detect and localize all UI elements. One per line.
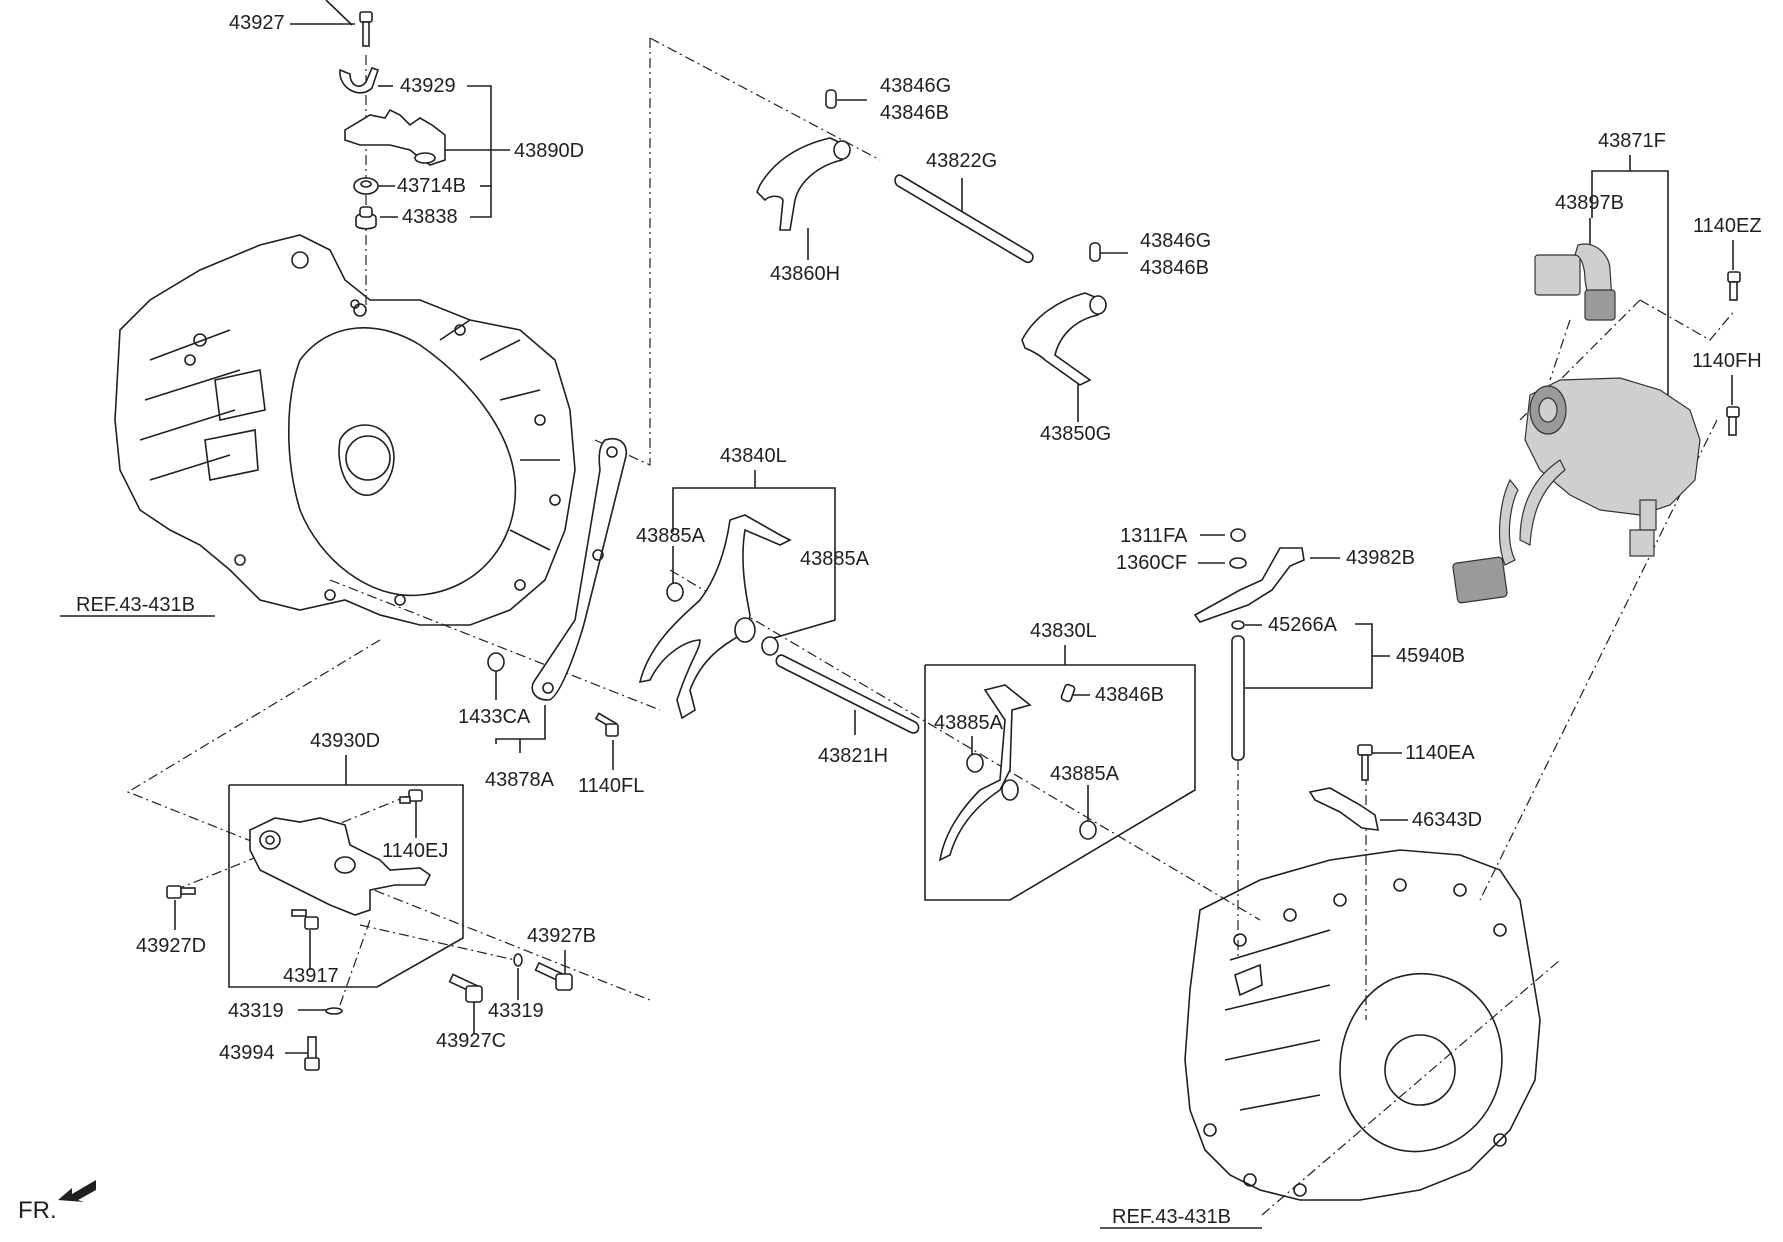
part-label-43885A-4[interactable]: 43885A (1050, 763, 1119, 785)
bolt-43994 (304, 1036, 320, 1071)
part-label-43930D[interactable]: 43930D (310, 730, 381, 752)
bolt-43927D (166, 885, 196, 899)
fork-43850G (1021, 292, 1103, 386)
bolt-1140EA (1357, 744, 1373, 781)
part-label-43982B[interactable]: 43982B (1346, 547, 1415, 569)
grommet-43714B (353, 177, 379, 195)
part-label-1140FL[interactable]: 1140FL (578, 775, 645, 797)
part-label-46343D[interactable]: 46343D (1412, 809, 1483, 831)
actuator-43871F (1452, 377, 1701, 604)
part-label-1140FH[interactable]: 1140FH (1692, 350, 1762, 372)
part-label-43927D[interactable]: 43927D (136, 935, 207, 957)
ref-label-case-right[interactable]: REF.43-431B (1112, 1206, 1231, 1228)
bolt-43927C (448, 973, 483, 1003)
lever-43982B (1193, 547, 1305, 623)
fork-43860H (756, 137, 846, 231)
part-label-43319-1[interactable]: 43319 (228, 1000, 284, 1022)
part-label-43897B[interactable]: 43897B (1555, 192, 1624, 214)
bolt-43917 (291, 909, 319, 930)
bolt-1140FL (594, 712, 619, 737)
part-label-43917[interactable]: 43917 (283, 965, 339, 987)
clip-43929 (339, 67, 380, 94)
part-label-45266A[interactable]: 45266A (1268, 614, 1337, 636)
bushing-1433CA (487, 652, 505, 672)
pin-43846-1 (825, 89, 837, 109)
part-label-1360CF[interactable]: 1360CF (1116, 552, 1188, 574)
shift-assembly-43930D (249, 817, 432, 916)
rod-43821H (775, 654, 920, 734)
part-label-43860H[interactable]: 43860H (770, 263, 841, 285)
oring-45266A (1231, 620, 1245, 630)
lever-43878A (531, 438, 627, 701)
fork-43840L (638, 514, 792, 720)
part-label-43885A-1[interactable]: 43885A (636, 525, 705, 547)
part-label-43994[interactable]: 43994 (219, 1042, 275, 1064)
bracket-43890D (344, 108, 446, 166)
part-label-1311FA[interactable]: 1311FA (1120, 525, 1188, 547)
part-label-43714B[interactable]: 43714B (397, 175, 466, 197)
part-label-43846G-2[interactable]: 43846G (1140, 230, 1212, 252)
part-label-43822G[interactable]: 43822G (926, 150, 998, 172)
pin-43846B-3 (1060, 683, 1076, 703)
part-label-43319-2[interactable]: 43319 (488, 1000, 544, 1022)
part-label-43821H[interactable]: 43821H (818, 745, 889, 767)
bolt-1140EJ (399, 789, 423, 804)
bolt-1140FH (1726, 406, 1740, 436)
part-label-45940B[interactable]: 45940B (1396, 645, 1465, 667)
part-label-43927C[interactable]: 43927C (436, 1030, 507, 1052)
transaxle-case-right (1184, 849, 1541, 1201)
connector-43897B (1534, 243, 1616, 321)
part-label-43885A-2[interactable]: 43885A (800, 548, 869, 570)
part-label-1433CA[interactable]: 1433CA (458, 706, 531, 728)
part-label-1140EJ[interactable]: 1140EJ (382, 840, 449, 862)
bushing-43885A-1 (666, 582, 684, 602)
washer-1360CF (1229, 557, 1247, 569)
part-label-43838[interactable]: 43838 (402, 206, 458, 228)
ref-label-case-left[interactable]: REF.43-431B (76, 594, 195, 616)
bolt-1140EZ (1727, 271, 1741, 301)
part-label-43890D[interactable]: 43890D (514, 140, 585, 162)
nut-1311FA (1230, 528, 1246, 542)
part-label-43927B[interactable]: 43927B (527, 925, 596, 947)
front-arrow-icon (58, 1180, 96, 1202)
shaft-45940B (1231, 635, 1245, 761)
part-label-43885A-3[interactable]: 43885A (934, 712, 1003, 734)
bushing-43885A-4 (1079, 820, 1097, 840)
part-label-43927[interactable]: 43927 (229, 12, 285, 34)
bushing-43885A-3 (966, 753, 984, 773)
pin-43846-2 (1089, 242, 1101, 262)
part-label-43850G[interactable]: 43850G (1040, 423, 1112, 445)
part-label-43871F[interactable]: 43871F (1598, 130, 1666, 152)
bushing-43885A-2 (761, 636, 779, 656)
part-label-43846G-1[interactable]: 43846G (880, 75, 952, 97)
transaxle-case-left (114, 234, 576, 626)
part-label-43830L[interactable]: 43830L (1030, 620, 1097, 642)
part-shapes (58, 11, 1741, 1202)
front-indicator-label: FR. (18, 1197, 57, 1224)
bracket-46343D (1308, 787, 1380, 831)
fork-43830L (938, 684, 1032, 862)
part-label-43929[interactable]: 43929 (400, 75, 456, 97)
bolt-43927 (359, 11, 373, 47)
part-label-43840L[interactable]: 43840L (720, 445, 787, 467)
washer-43319-1 (325, 1007, 343, 1015)
part-label-43846B-1[interactable]: 43846B (880, 102, 949, 124)
part-label-43846B-2[interactable]: 43846B (1140, 257, 1209, 279)
part-label-43846B-3[interactable]: 43846B (1095, 684, 1164, 706)
rod-43822G (894, 174, 1034, 264)
washer-43319-2 (513, 953, 523, 967)
part-label-1140EA[interactable]: 1140EA (1405, 742, 1475, 764)
part-label-43878A[interactable]: 43878A (485, 769, 554, 791)
part-label-1140EZ[interactable]: 1140EZ (1693, 215, 1762, 237)
bolt-43927B (534, 961, 573, 991)
leader-lines (60, 0, 1736, 1229)
